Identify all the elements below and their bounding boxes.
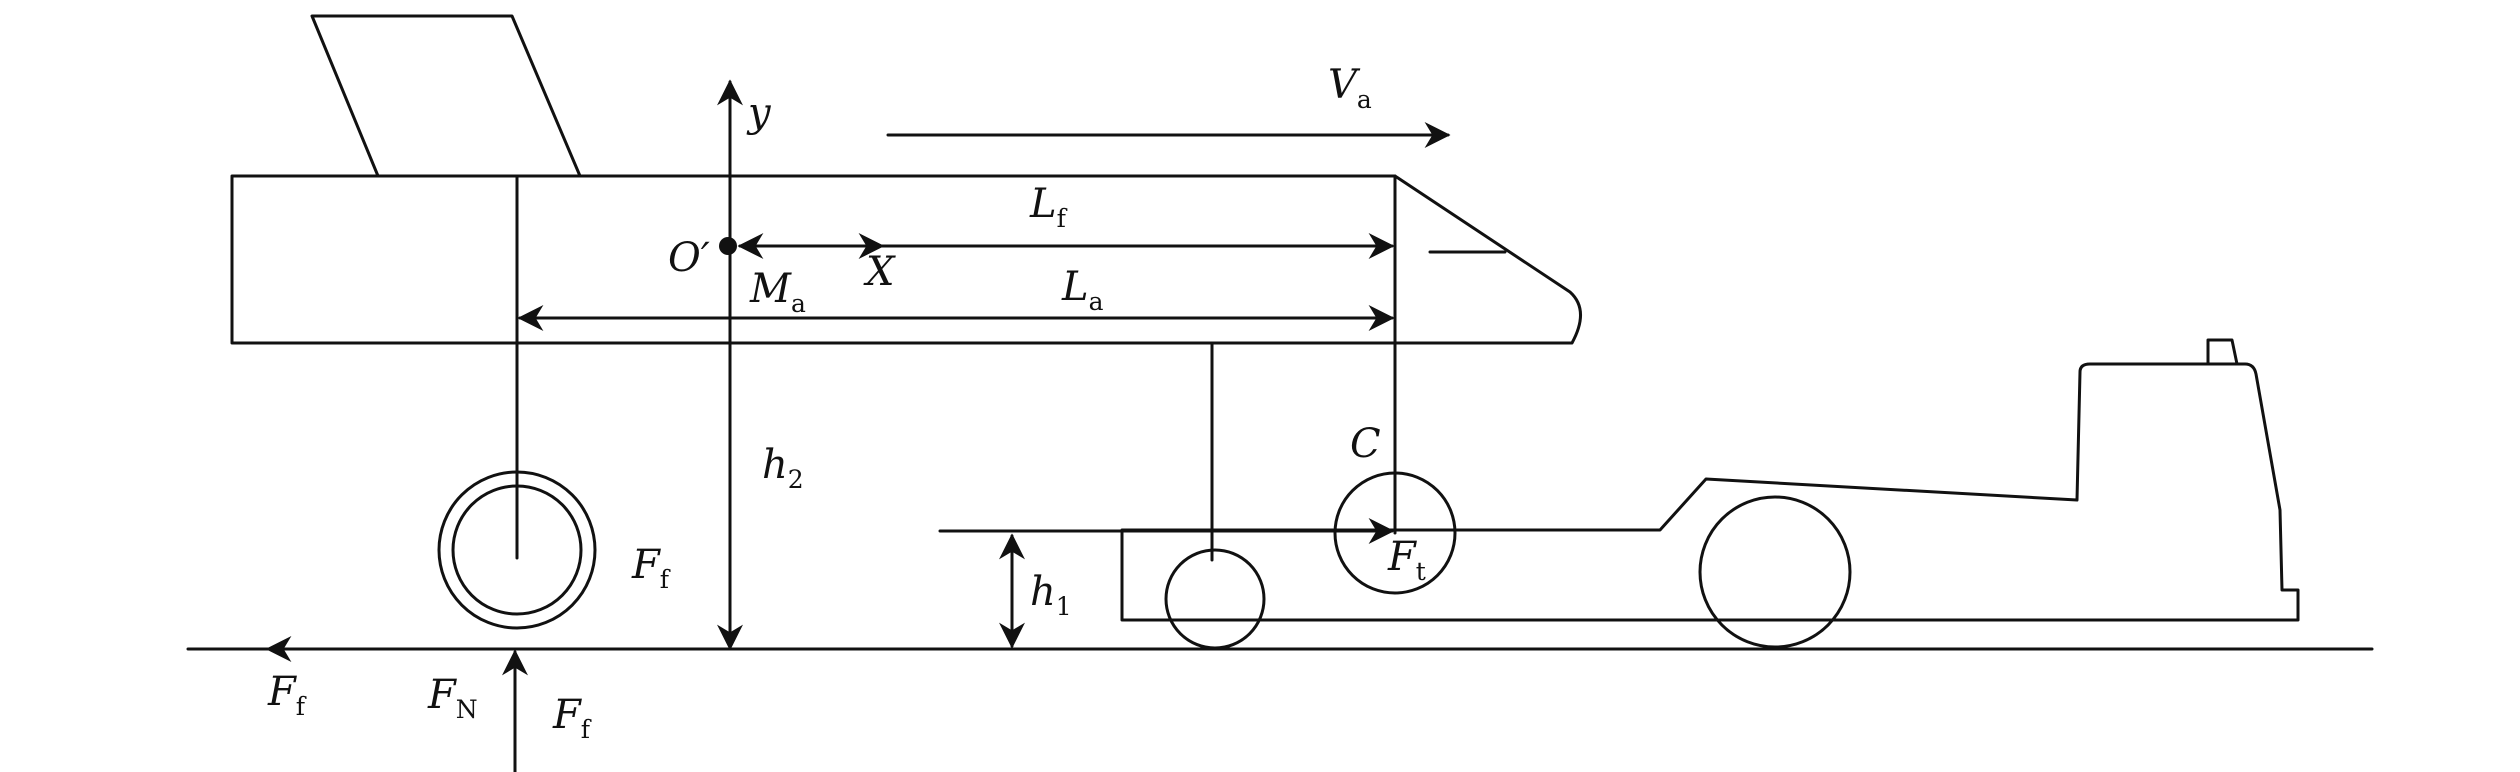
main-wheel-outer	[437, 470, 597, 630]
velocity-label: Va	[1328, 62, 1372, 114]
ft-label: Ft	[1387, 534, 1426, 586]
main-wheel-inner	[451, 484, 583, 616]
h1-label: h1	[1030, 569, 1072, 621]
tractor-front-wheel	[1698, 495, 1852, 649]
c-point-label: C	[1350, 421, 1381, 467]
ff-bottom-label: Ff	[552, 692, 592, 744]
aircraft-tail-fin	[310, 14, 582, 178]
origin-point	[719, 237, 737, 255]
la-label: La	[1061, 264, 1104, 316]
ff-wheel-label: Ff	[631, 542, 671, 594]
tractor-rear-wheel	[1164, 548, 1266, 650]
h2-label: h2	[762, 442, 804, 494]
fn-label: FN	[427, 672, 478, 724]
ma-label: Ma	[749, 266, 806, 318]
x-point-label: X	[863, 249, 896, 295]
tow-tractor-body	[1120, 362, 2300, 622]
aircraft-fuselage	[230, 174, 1582, 345]
tractor-exhaust	[2206, 338, 2239, 366]
y-axis-label: y	[746, 90, 772, 136]
lf-label: Lf	[1029, 181, 1068, 233]
ff-ground-left-label: Ff	[267, 669, 307, 721]
nose-wheel	[1333, 471, 1457, 595]
origin-label: O′	[668, 235, 710, 281]
